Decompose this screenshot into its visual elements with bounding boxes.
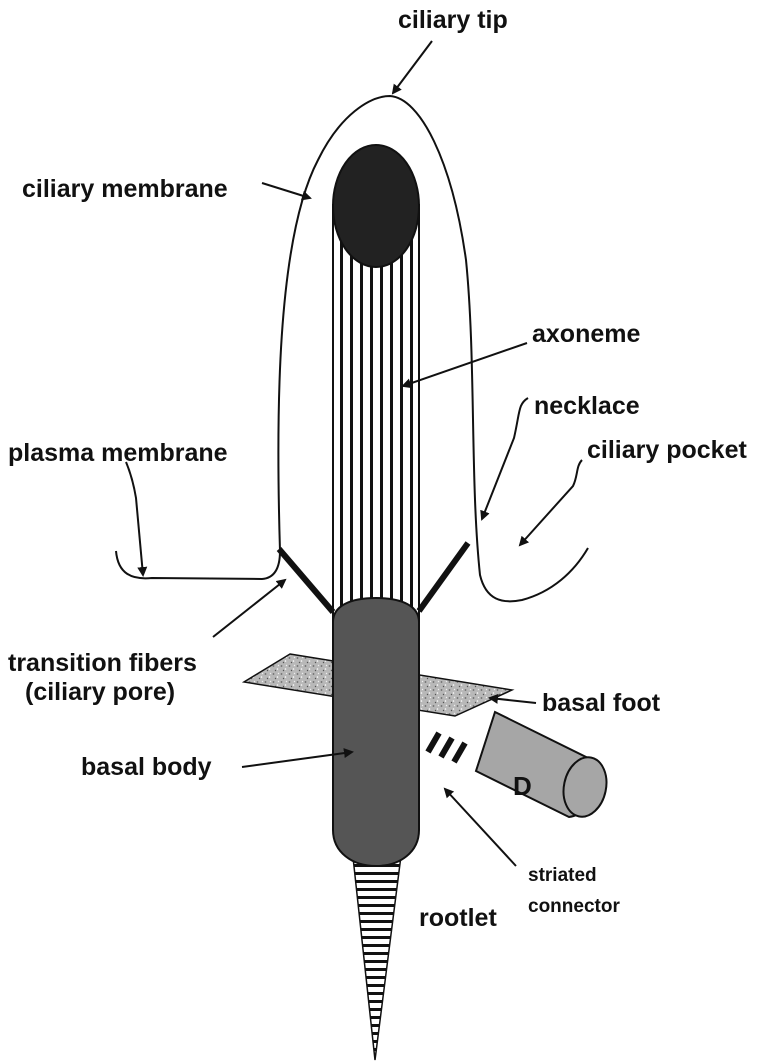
ciliary-tip-label: ciliary tip [398, 6, 508, 34]
daughter-centriole-shape: D [476, 712, 612, 821]
ciliary-pocket-leader [520, 460, 582, 545]
basal-foot-leader [490, 698, 536, 703]
connector-label: connector [528, 896, 620, 917]
basal-foot-label: basal foot [542, 689, 661, 717]
transition-fibers-label: transition fibers [8, 649, 197, 677]
necklace-leader [482, 398, 528, 519]
ciliary-pore-label: (ciliary pore) [25, 678, 175, 706]
necklace-label: necklace [534, 392, 640, 420]
daughter-centriole-label: D [513, 771, 532, 801]
ciliary-membrane-label: ciliary membrane [22, 175, 228, 203]
striated-connector-shape [428, 733, 465, 762]
rootlet-shape [352, 848, 402, 1060]
striated-connector-leader [445, 789, 516, 866]
plasma-membrane-leader [126, 462, 143, 575]
ciliary-tip-leader [393, 41, 432, 93]
striated-label: striated [528, 865, 597, 886]
plasma-membrane-label: plasma membrane [8, 439, 228, 467]
axoneme-leader [403, 343, 527, 386]
transition-fiber-right [419, 543, 468, 611]
axoneme-label: axoneme [532, 320, 640, 348]
transition-fibers-leader [213, 580, 285, 637]
rootlet-label: rootlet [419, 904, 497, 932]
basal-body-label: basal body [81, 753, 212, 781]
ciliary-membrane-leader [262, 183, 310, 198]
ciliary-pocket-label: ciliary pocket [587, 436, 747, 464]
transition-fiber-left [279, 549, 333, 612]
basal-body-shape [333, 598, 419, 866]
tip-cap-shape [333, 145, 419, 267]
